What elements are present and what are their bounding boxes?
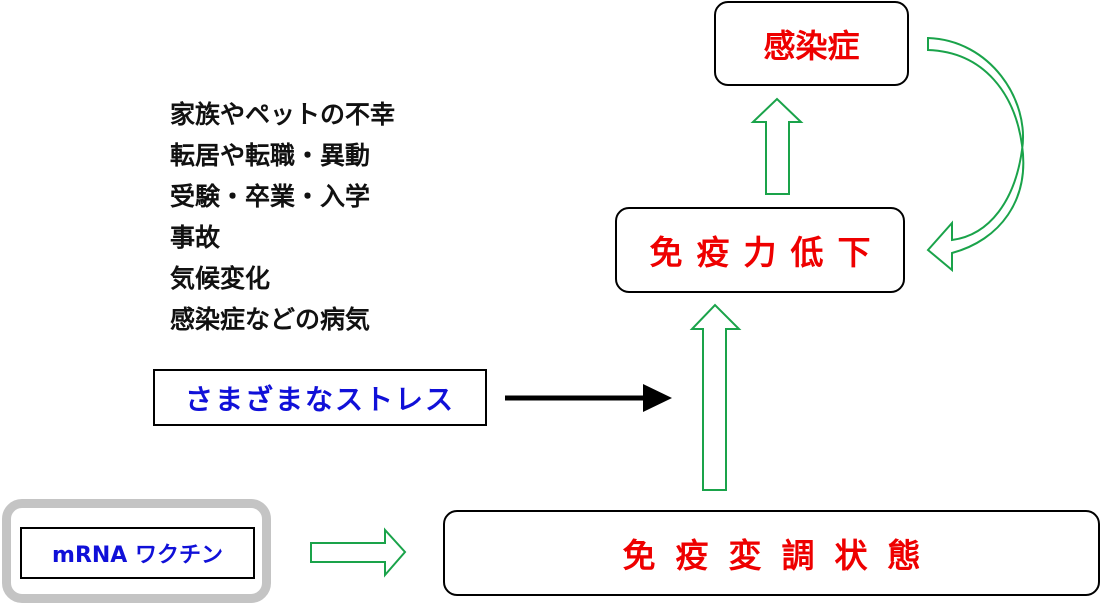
immune-dysregulation-label: 免疫変調状態 [622,536,941,575]
stress-example: 感染症などの病気 [170,305,371,334]
right-arrow-vaccine-to-dysregulation [310,527,407,578]
stress-label: さまざまなストレス [184,382,455,416]
vaccine-label: mRNA ワクチン [52,543,223,568]
curved-arrow-infection-to-immunity-decline [926,36,1025,273]
stress-example: 転居や転職・異動 [170,141,371,170]
immunity-decline-label: 免疫力低下 [649,233,885,272]
up-arrow-to-immunity-decline [689,303,742,491]
stress-node: さまざまなストレス [153,369,487,426]
stress-example: 家族やペットの不幸 [170,100,396,129]
vaccine-node: mRNA ワクチン [20,527,255,579]
infection-label: 感染症 [763,26,860,65]
immune-dysregulation-node: 免疫変調状態 [443,510,1100,596]
stress-arrow-head [643,384,672,412]
infection-node: 感染症 [714,1,909,86]
stress-example: 事故 [170,223,221,252]
up-arrow-to-infection [750,97,804,195]
stress-example: 受験・卒業・入学 [170,182,371,211]
stress-example: 気候変化 [170,264,271,293]
immunity-decline-node: 免疫力低下 [615,207,905,293]
stress-examples-list: 家族やペットの不幸 転居や転職・異動 受験・卒業・入学 事故 気候変化 感染症な… [170,94,395,340]
